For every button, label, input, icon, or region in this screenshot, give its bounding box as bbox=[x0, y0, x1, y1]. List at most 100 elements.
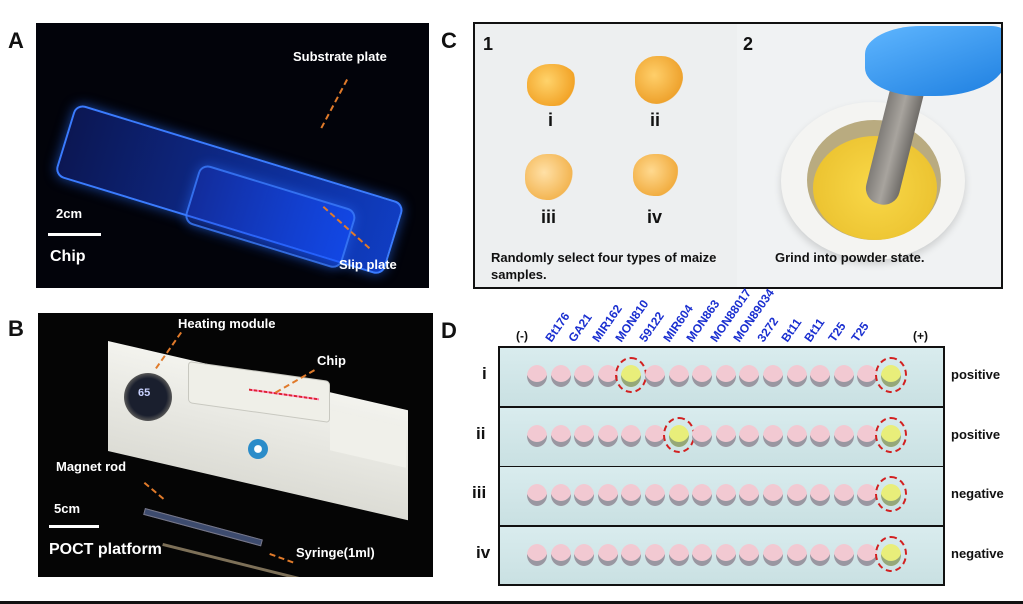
well bbox=[574, 543, 595, 566]
annotation-syringe: Syringe(1ml) bbox=[296, 545, 375, 560]
well bbox=[597, 484, 618, 506]
university-logo-icon bbox=[248, 439, 268, 459]
highlight-circle bbox=[875, 476, 907, 512]
result-label: negative bbox=[951, 545, 1004, 561]
sample-label: i bbox=[548, 110, 554, 130]
well bbox=[597, 424, 618, 447]
well bbox=[763, 543, 783, 566]
well bbox=[645, 424, 665, 447]
well bbox=[833, 484, 854, 506]
step-1-caption: Randomly select four types of maize samp… bbox=[491, 250, 717, 282]
well bbox=[668, 543, 689, 566]
maize-kernels-iii bbox=[525, 154, 573, 200]
panel-label-b: B bbox=[8, 316, 24, 341]
well bbox=[786, 484, 807, 506]
well bbox=[527, 365, 547, 387]
well bbox=[715, 424, 736, 447]
panel-caption: POCT platform bbox=[49, 541, 162, 558]
well bbox=[786, 365, 807, 387]
well bbox=[527, 484, 547, 506]
well bbox=[550, 424, 571, 447]
well bbox=[786, 543, 807, 566]
negative-control-label: (-) bbox=[516, 329, 528, 343]
well bbox=[574, 424, 595, 447]
well bbox=[763, 484, 783, 506]
well bbox=[739, 543, 760, 566]
leader-line bbox=[320, 79, 348, 129]
column-label: T25 bbox=[825, 319, 849, 345]
well bbox=[668, 365, 689, 387]
column-label: Bt11 bbox=[777, 315, 804, 345]
well bbox=[692, 484, 713, 506]
chip-row-iii bbox=[500, 467, 943, 527]
leader-line bbox=[269, 553, 294, 564]
annotation-slip-plate: Slip plate bbox=[339, 257, 397, 272]
well bbox=[550, 365, 571, 387]
well bbox=[621, 484, 642, 506]
column-label: T25 bbox=[848, 319, 873, 345]
well bbox=[810, 365, 831, 387]
step-number: 1 bbox=[483, 34, 494, 54]
well bbox=[692, 543, 713, 566]
well bbox=[763, 365, 783, 387]
chip-row-iv bbox=[500, 526, 943, 584]
panel-d-chip-results bbox=[498, 346, 945, 586]
well bbox=[668, 484, 689, 506]
annotation-heating-module: Heating module bbox=[178, 316, 276, 331]
well bbox=[857, 484, 878, 506]
panel-label-a: A bbox=[8, 28, 24, 53]
scale-label: 2cm bbox=[56, 206, 83, 221]
chip-wells-row bbox=[249, 388, 319, 401]
maize-kernels-i bbox=[527, 64, 577, 106]
well bbox=[833, 365, 854, 387]
panel-label-d: D bbox=[441, 318, 457, 343]
step-2-caption: Grind into powder state. bbox=[775, 250, 925, 265]
scale-label: 5cm bbox=[54, 501, 81, 516]
step-2-photo: 2 Grind into powder state. bbox=[737, 24, 1001, 287]
well bbox=[574, 484, 595, 506]
well bbox=[763, 424, 783, 447]
step-number: 2 bbox=[743, 34, 754, 54]
well bbox=[621, 424, 642, 447]
well bbox=[527, 543, 547, 566]
well bbox=[739, 424, 760, 447]
highlight-circle bbox=[875, 416, 907, 453]
well bbox=[833, 424, 854, 447]
row-label: iii bbox=[472, 483, 487, 502]
column-label: Bt176 bbox=[541, 309, 573, 345]
row-label: iv bbox=[476, 542, 491, 562]
sample-label: ii bbox=[650, 110, 661, 130]
well bbox=[715, 543, 736, 566]
panel-b-platform-photo: 65 Heating module Chip Magnet rod Syring… bbox=[38, 313, 433, 577]
well bbox=[739, 365, 760, 387]
panel-label-c: C bbox=[441, 28, 457, 53]
heating-module-dial: 65 bbox=[124, 373, 172, 421]
well bbox=[715, 365, 736, 387]
panel-caption: Chip bbox=[50, 248, 86, 265]
highlight-circle bbox=[662, 416, 695, 453]
well bbox=[715, 484, 736, 506]
well bbox=[574, 365, 595, 387]
temperature-readout: 65 bbox=[138, 387, 151, 399]
well bbox=[550, 484, 571, 506]
sample-label: iv bbox=[647, 207, 663, 227]
row-label: i bbox=[482, 364, 487, 383]
column-label: Bt11 bbox=[801, 315, 828, 345]
scale-bar bbox=[48, 233, 101, 236]
well bbox=[786, 424, 807, 447]
leader-line bbox=[143, 482, 165, 500]
magnet-rod bbox=[162, 543, 319, 577]
well bbox=[810, 543, 831, 566]
well bbox=[857, 543, 878, 566]
result-label: positive bbox=[951, 367, 1001, 382]
well bbox=[810, 484, 831, 506]
bottom-divider bbox=[0, 601, 1023, 604]
well bbox=[621, 543, 642, 566]
well bbox=[739, 484, 760, 506]
well bbox=[645, 484, 665, 506]
well bbox=[645, 543, 665, 566]
maize-kernels-ii bbox=[635, 56, 683, 104]
well bbox=[857, 424, 878, 447]
annotation-substrate-plate: Substrate plate bbox=[293, 49, 387, 64]
well bbox=[550, 543, 571, 566]
